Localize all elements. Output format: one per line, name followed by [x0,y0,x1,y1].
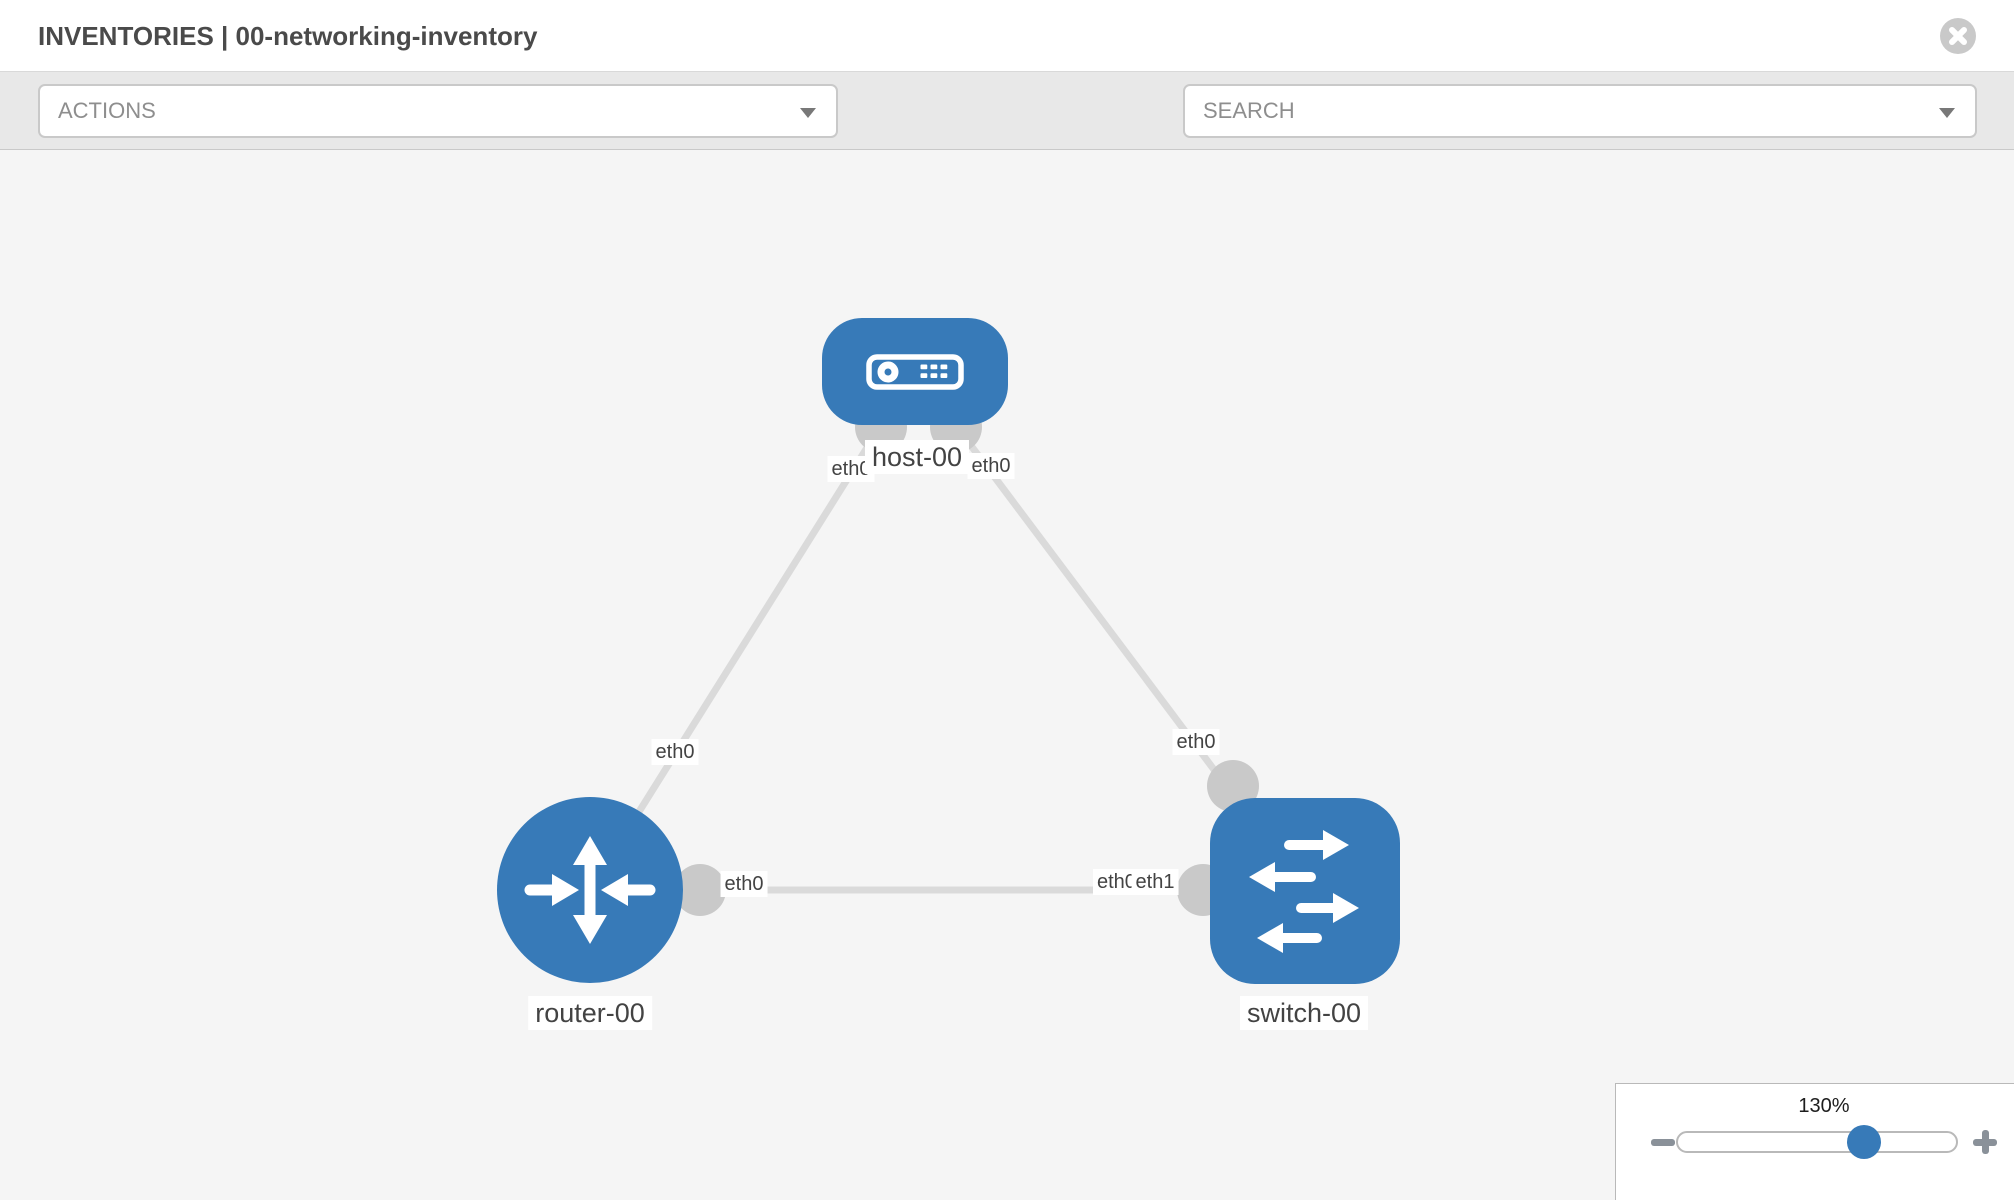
node-label-router: router-00 [528,996,652,1030]
node-host[interactable] [822,318,1008,425]
toolbar: ACTIONS [0,72,2014,203]
interface-label: eth0 [651,739,699,765]
interface-dot [674,864,726,916]
zoom-in-button[interactable] [1972,1129,1998,1155]
header: INVENTORIES | 00-networking-inventory [0,0,2014,72]
caret-down-icon [1939,108,1955,118]
host-icon [866,354,964,390]
interface-label: eth1 [1131,869,1179,895]
caret-down-icon [800,108,816,118]
router-icon [524,836,656,944]
close-icon [1949,27,1967,45]
actions-dropdown-label: ACTIONS [58,98,156,123]
zoom-slider[interactable] [1676,1131,1958,1153]
search-dropdown[interactable]: SEARCH [1183,84,1977,138]
node-router[interactable] [497,797,683,983]
node-label-host: host-00 [864,440,970,474]
node-switch[interactable] [1210,798,1400,984]
plus-icon [1982,1130,1989,1154]
interface-label: eth0 [720,871,768,897]
close-button[interactable] [1940,18,1976,54]
interface-label: eth0 [967,453,1015,479]
node-label-switch: switch-00 [1239,996,1369,1030]
zoom-slider-knob[interactable] [1847,1125,1881,1159]
minus-icon [1651,1139,1675,1146]
zoom-control-panel: 130% [1615,1083,2014,1200]
switch-icon [1249,830,1359,953]
zoom-out-button[interactable] [1650,1129,1676,1155]
search-dropdown-label: SEARCH [1203,98,1295,123]
topology-canvas[interactable]: eth0 host-00 eth0 eth0 eth0 eth0 eth0 et… [0,150,2014,1200]
interface-label: eth0 [1172,729,1220,755]
page-title: INVENTORIES | 00-networking-inventory [38,21,538,51]
zoom-level-label: 130% [1798,1095,1850,1117]
actions-dropdown[interactable]: ACTIONS [38,84,838,138]
